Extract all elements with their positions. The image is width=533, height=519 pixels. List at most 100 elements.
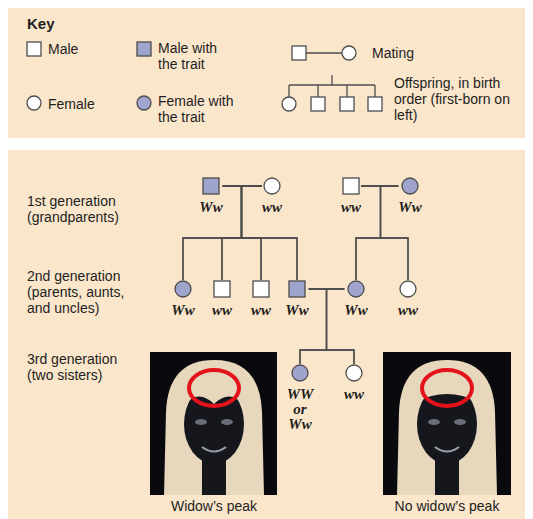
circle: [264, 178, 280, 194]
pedigree-individual: ww: [398, 280, 418, 318]
photo-caption: Widow’s peak: [140, 498, 288, 514]
genotype: Ww: [398, 200, 421, 215]
male-symbol: [311, 97, 325, 111]
square: [289, 281, 305, 297]
pedigree-line: [183, 186, 262, 280]
pedigree-line: [222, 186, 242, 280]
male-symbol: [213, 280, 231, 298]
pedigree-individual: ww: [341, 177, 361, 215]
male-trait-symbol: [137, 42, 151, 56]
female-symbol: [27, 96, 41, 110]
female-symbol: [399, 280, 417, 298]
genotype: ww: [262, 200, 282, 215]
photo-no-widows-peak: [383, 352, 511, 495]
genotype: ww: [344, 387, 364, 402]
genotype: Ww: [171, 303, 194, 318]
pedigree-individual: Ww: [285, 280, 308, 318]
offspring-line: [331, 75, 332, 85]
pedigree-individual: Ww: [398, 177, 421, 215]
generation-label: 1st generation (grandparents): [27, 193, 135, 225]
square: [253, 281, 269, 297]
male-symbol: [27, 42, 41, 56]
offspring-line: [374, 85, 375, 97]
pedigree-line: [300, 289, 327, 364]
legend-text: Mating: [372, 45, 452, 61]
female-symbol: [342, 46, 356, 60]
highlight-circle: [422, 370, 472, 406]
pedigree-line: [356, 186, 398, 280]
pedigree-line: [183, 186, 241, 280]
genotype: Ww: [285, 303, 308, 318]
female-symbol: [263, 177, 281, 195]
legend-text: Male: [48, 41, 128, 57]
circle: [348, 281, 364, 297]
male-symbol: [340, 97, 354, 111]
female-symbol: [282, 97, 296, 111]
female-symbol: [291, 364, 309, 382]
photo-ground: [383, 352, 511, 495]
male-symbol: [342, 177, 360, 195]
generation-label: 2nd generation (parents, aunts, and uncl…: [27, 268, 135, 316]
male-symbol: [368, 97, 382, 111]
photo-caption: No widow’s peak: [373, 498, 521, 514]
circle: [400, 281, 416, 297]
pedigree-line: [327, 289, 354, 364]
genotype: ww: [251, 303, 271, 318]
male-symbol: [202, 177, 220, 195]
generation-label: 3rd generation (two sisters): [27, 351, 135, 383]
female-symbol: [347, 280, 365, 298]
male-symbol: [292, 46, 306, 60]
eye: [454, 419, 466, 425]
offspring-line: [289, 84, 375, 85]
genotype: WW or Ww: [284, 387, 316, 432]
genotype: ww: [341, 200, 361, 215]
square: [214, 281, 230, 297]
offspring-line: [317, 85, 318, 97]
eye: [195, 419, 207, 425]
legend-text: Male with the trait: [158, 40, 238, 72]
circle: [175, 281, 191, 297]
square: [203, 178, 219, 194]
pedigree-individual: Ww: [344, 280, 367, 318]
offspring-line: [288, 85, 289, 97]
legend-text: Female with the trait: [158, 93, 248, 125]
mating-line: [306, 52, 342, 53]
photo-widows-peak: [150, 352, 277, 495]
circle: [402, 178, 418, 194]
pedigree-individual: ww: [251, 280, 271, 318]
hairline-peak: [183, 380, 245, 406]
hair: [164, 360, 264, 495]
pedigree-line: [300, 289, 344, 364]
pedigree-line: [241, 186, 297, 280]
pedigree-individual: Ww: [199, 177, 222, 215]
genotype: Ww: [344, 303, 367, 318]
female-symbol: [401, 177, 419, 195]
pedigree-individual: Ww: [171, 280, 194, 318]
female-symbol: [345, 364, 363, 382]
pedigree-individual: ww: [344, 364, 364, 402]
pedigree-individual: WW or Ww: [284, 364, 316, 432]
highlight-circle: [189, 370, 239, 406]
legend-text: Female: [48, 96, 128, 112]
key-panel: [8, 8, 525, 138]
eye: [428, 419, 440, 425]
pedigree-individual: ww: [212, 280, 232, 318]
key-title: Key: [27, 16, 87, 32]
pedigree-line: [241, 186, 261, 280]
photo-ground: [150, 352, 277, 495]
female-symbol: [174, 280, 192, 298]
hair: [397, 360, 497, 495]
genotype: ww: [398, 303, 418, 318]
male-symbol: [288, 280, 306, 298]
eye: [221, 419, 233, 425]
pedigree-line: [223, 186, 297, 280]
circle: [292, 365, 308, 381]
pedigree-line: [309, 289, 354, 364]
genotype: Ww: [199, 200, 222, 215]
female-trait-symbol: [137, 96, 151, 110]
circle: [346, 365, 362, 381]
pedigree-panel: [8, 150, 525, 519]
genotype: ww: [212, 303, 232, 318]
square: [343, 178, 359, 194]
